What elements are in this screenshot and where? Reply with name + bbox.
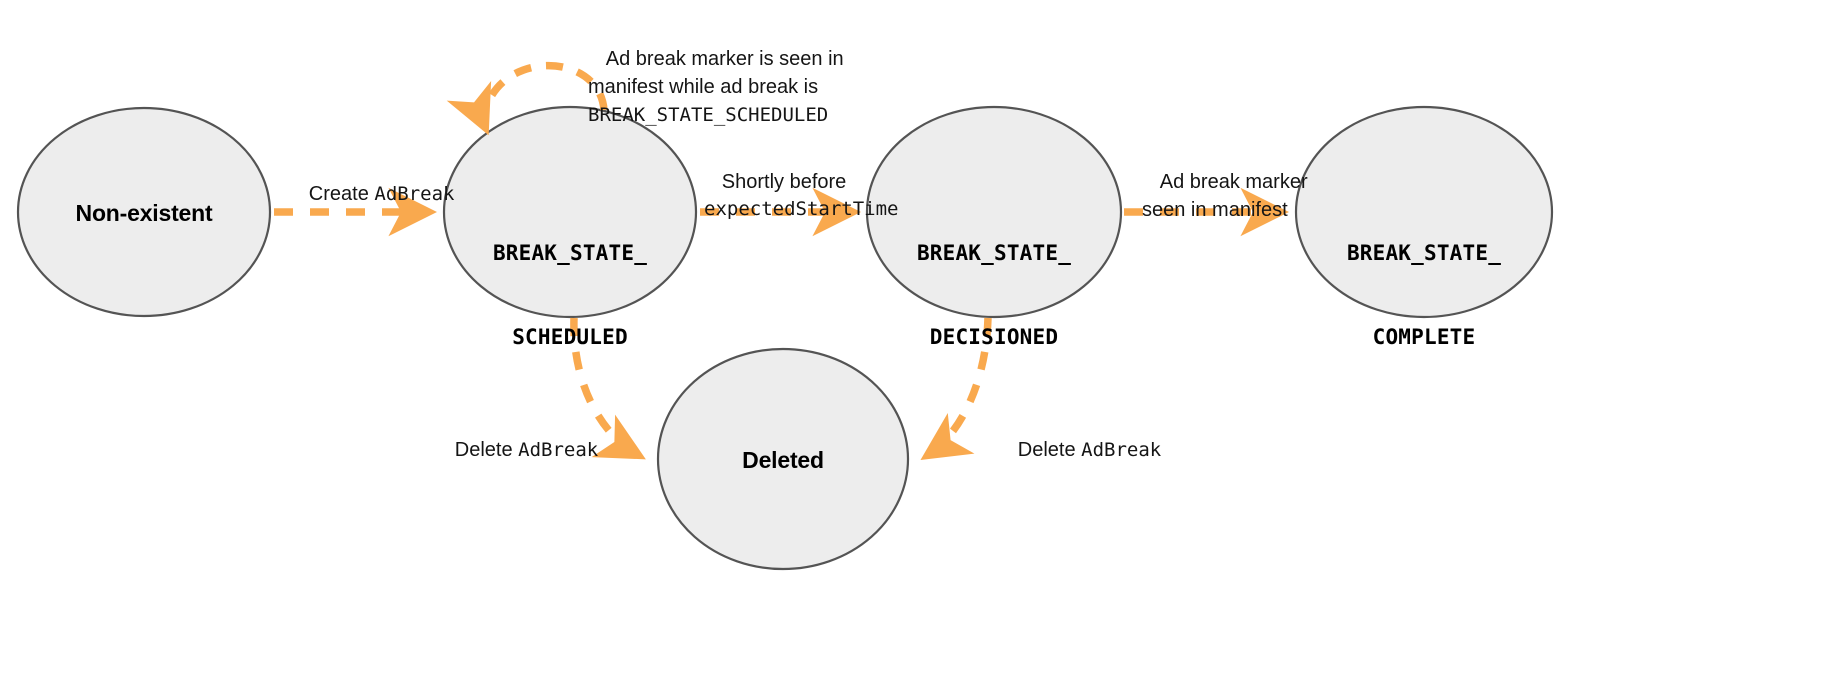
- edge-scheduled-to-deleted: [570, 317, 646, 460]
- edge-paths: [274, 61, 1290, 460]
- node-break-state-complete: [1294, 105, 1554, 319]
- node-shapes: [16, 105, 1554, 571]
- edge-scheduled-self-loop: [446, 61, 608, 136]
- edge-decisioned-to-deleted: [920, 317, 992, 460]
- node-break-state-decisioned: [865, 105, 1123, 319]
- node-deleted: [656, 347, 910, 571]
- node-non-existent: [16, 106, 272, 318]
- node-break-state-scheduled: [442, 105, 698, 319]
